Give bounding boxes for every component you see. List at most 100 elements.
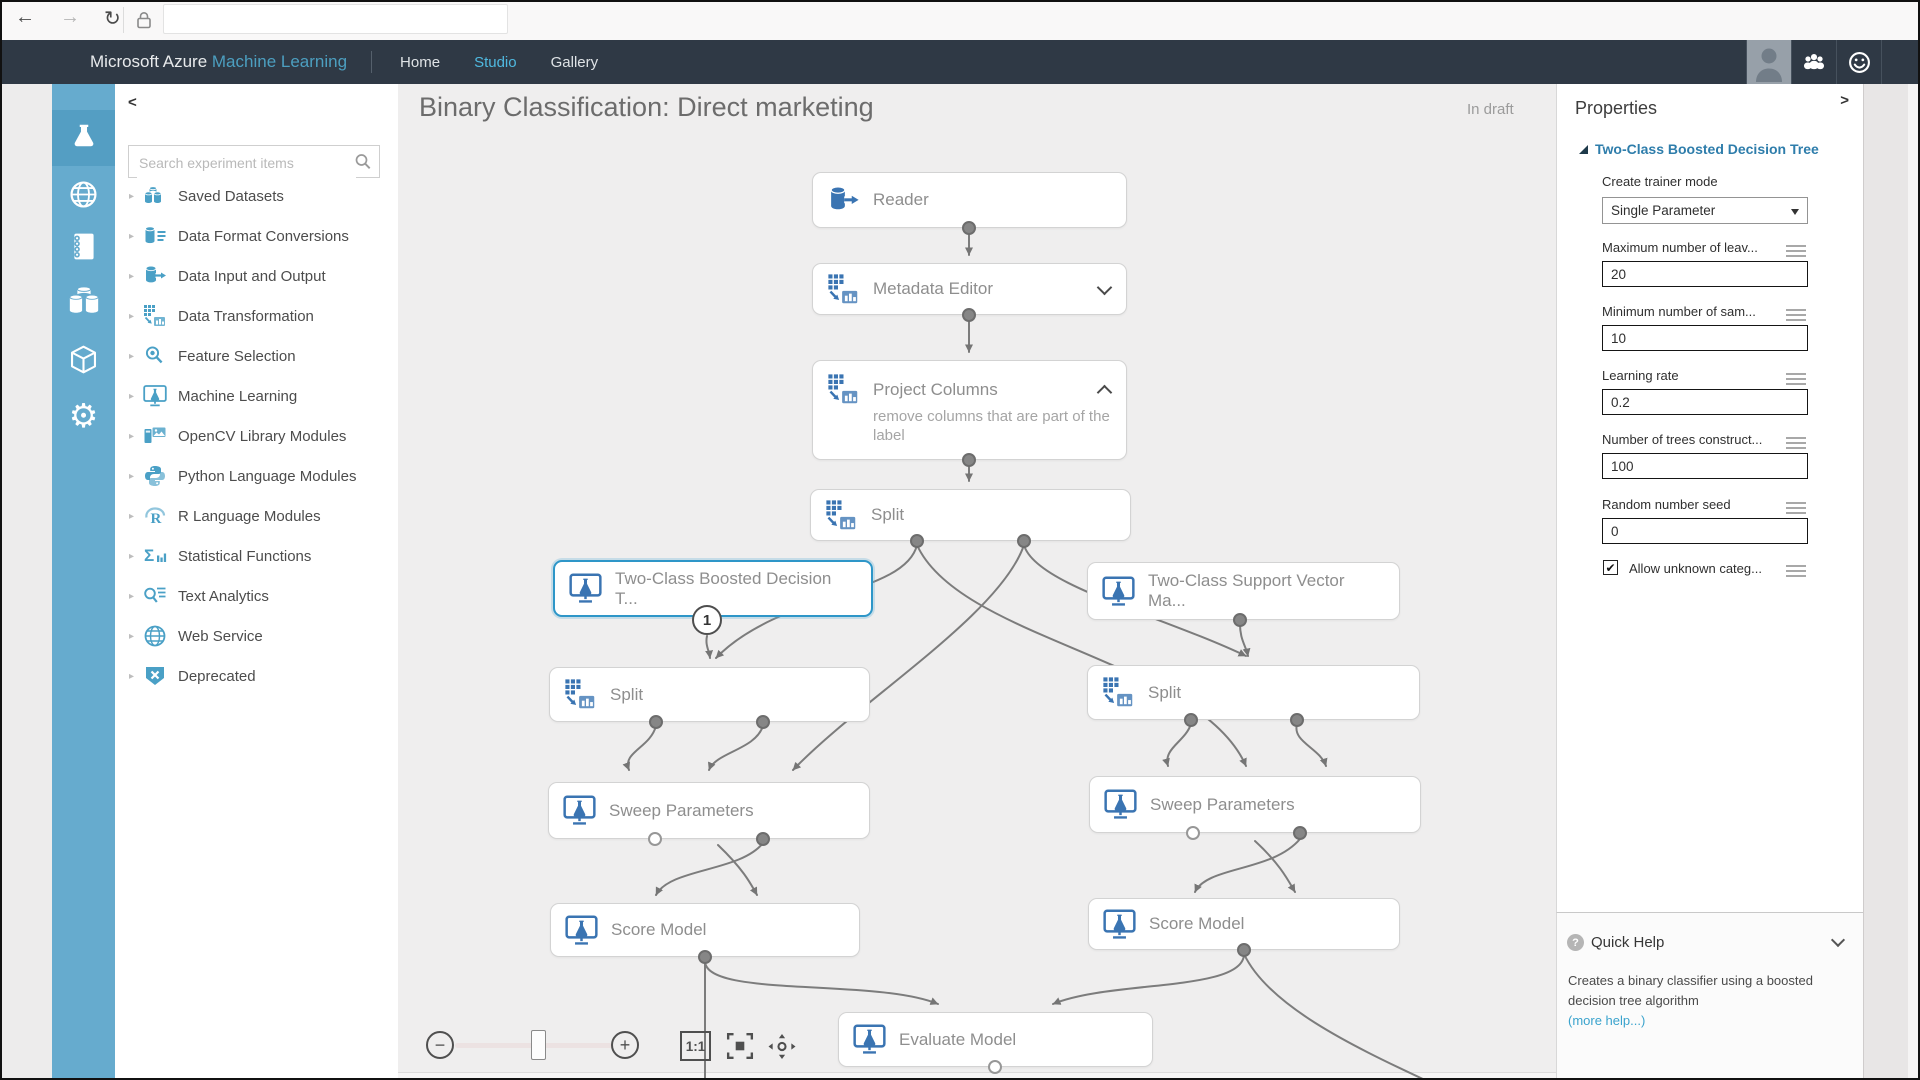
sidebar-item-saved-datasets[interactable]: ▸Saved Datasets (115, 176, 398, 216)
expander-icon[interactable]: ▸ (129, 510, 135, 522)
expander-icon[interactable]: ▸ (129, 590, 135, 602)
rail-notebooks-tab[interactable] (52, 218, 115, 274)
output-port[interactable] (756, 832, 770, 846)
module-sweep-parameters-right[interactable]: Sweep Parameters (1089, 776, 1421, 833)
expander-icon[interactable]: ▸ (129, 350, 135, 362)
output-port[interactable] (1290, 713, 1304, 727)
more-help-link[interactable]: (more help...) (1568, 1013, 1646, 1029)
rail-web-services-tab[interactable] (52, 166, 115, 222)
module-section-header[interactable]: Two-Class Boosted Decision Tree (1579, 141, 1819, 157)
expander-icon[interactable]: ▸ (129, 430, 135, 442)
actual-size-button[interactable]: 1:1 (680, 1031, 711, 1061)
feedback-button[interactable] (1836, 40, 1882, 84)
expander-icon[interactable]: ▸ (129, 310, 135, 322)
module-sweep-parameters-left[interactable]: Sweep Parameters (548, 782, 870, 839)
sidebar-item-r-language[interactable]: ▸R Language Modules (115, 496, 398, 536)
module-evaluate-model[interactable]: Evaluate Model (838, 1012, 1153, 1067)
rail-datasets-tab[interactable] (52, 272, 115, 328)
sidebar-item-feature-selection[interactable]: ▸Feature Selection (115, 336, 398, 376)
module-score-model-left[interactable]: Score Model (550, 903, 860, 957)
pan-navigator-button[interactable] (766, 1033, 798, 1060)
workspace-users-button[interactable] (1791, 40, 1836, 84)
num-trees-input[interactable] (1602, 453, 1808, 479)
zoom-slider-handle[interactable] (531, 1030, 546, 1060)
address-bar[interactable] (163, 4, 508, 34)
rail-trained-models-tab[interactable] (52, 331, 115, 387)
browser-back-button[interactable]: ← (15, 6, 35, 28)
output-port-badge[interactable]: 1 (692, 605, 722, 635)
output-port[interactable] (1233, 613, 1247, 627)
expander-icon[interactable]: ▸ (129, 630, 135, 642)
output-port[interactable] (988, 1060, 1002, 1074)
module-metadata-editor[interactable]: Metadata Editor (812, 263, 1127, 315)
collapse-properties-button[interactable]: > (1840, 92, 1849, 109)
module-project-columns[interactable]: Project Columns remove columns that are … (812, 360, 1127, 460)
sidebar-item-text-analytics[interactable]: ▸Text Analytics (115, 576, 398, 616)
learning-rate-input[interactable] (1602, 389, 1808, 415)
nav-home[interactable]: Home (400, 53, 441, 71)
expander-icon[interactable]: ▸ (129, 390, 135, 402)
expander-icon[interactable]: ▸ (129, 470, 135, 482)
range-builder-icon[interactable] (1786, 499, 1806, 517)
range-builder-icon[interactable] (1786, 370, 1806, 388)
output-port[interactable] (962, 453, 976, 467)
min-samples-input[interactable] (1602, 325, 1808, 351)
collapse-panel-button[interactable]: < (128, 94, 137, 111)
rail-experiments-tab[interactable] (52, 110, 115, 166)
range-builder-icon[interactable] (1786, 434, 1806, 452)
search-input[interactable] (137, 147, 356, 178)
range-builder-icon[interactable] (1786, 562, 1806, 580)
output-port[interactable] (756, 715, 770, 729)
range-builder-icon[interactable] (1786, 306, 1806, 324)
browser-refresh-button[interactable]: ↻ (104, 8, 121, 30)
browser-forward-button[interactable]: → (60, 6, 80, 28)
output-port[interactable] (962, 221, 976, 235)
user-avatar[interactable] (1746, 40, 1791, 84)
expander-icon[interactable]: ▸ (129, 550, 135, 562)
output-port[interactable] (648, 832, 662, 846)
output-port[interactable] (910, 534, 924, 548)
rail-settings-tab[interactable]: ⚙ (52, 387, 115, 443)
chevron-down-icon[interactable] (1830, 932, 1846, 948)
expander-icon[interactable]: ▸ (129, 190, 135, 202)
sidebar-item-statistical-functions[interactable]: ▸Statistical Functions (115, 536, 398, 576)
sidebar-item-data-input-output[interactable]: ▸Data Input and Output (115, 256, 398, 296)
module-reader[interactable]: Reader (812, 172, 1127, 228)
output-port[interactable] (649, 715, 663, 729)
sidebar-item-data-transformation[interactable]: ▸Data Transformation (115, 296, 398, 336)
output-port[interactable] (1017, 534, 1031, 548)
output-port[interactable] (1293, 826, 1307, 840)
module-score-model-right[interactable]: Score Model (1088, 898, 1400, 950)
random-seed-input[interactable] (1602, 518, 1808, 544)
output-port[interactable] (698, 950, 712, 964)
brand-logo[interactable]: Microsoft Azure Machine Learning (90, 52, 347, 72)
sidebar-item-deprecated[interactable]: ▸Deprecated (115, 656, 398, 696)
output-port[interactable] (1237, 943, 1251, 957)
expander-icon[interactable]: ▸ (129, 270, 135, 282)
output-port[interactable] (1186, 826, 1200, 840)
module-split-left[interactable]: Split (549, 667, 870, 722)
output-port[interactable] (1184, 713, 1198, 727)
sidebar-item-machine-learning[interactable]: ▸Machine Learning (115, 376, 398, 416)
sidebar-item-web-service[interactable]: ▸Web Service (115, 616, 398, 656)
trainer-mode-dropdown[interactable]: Single Parameter (1602, 197, 1808, 224)
output-port[interactable] (962, 308, 976, 322)
range-builder-icon[interactable] (1786, 242, 1806, 260)
zoom-in-button[interactable]: + (611, 1031, 639, 1059)
module-split-right[interactable]: Split (1087, 665, 1420, 720)
module-split-top[interactable]: Split (810, 489, 1131, 541)
fit-to-screen-button[interactable] (726, 1032, 754, 1060)
allow-unknown-checkbox[interactable]: ✔ (1603, 560, 1618, 575)
sidebar-item-opencv[interactable]: ▸OpenCV Library Modules (115, 416, 398, 456)
max-leaves-input[interactable] (1602, 261, 1808, 287)
sidebar-item-data-format-conversions[interactable]: ▸Data Format Conversions (115, 216, 398, 256)
search-icon[interactable] (353, 152, 373, 172)
expander-icon[interactable]: ▸ (129, 670, 135, 682)
nav-studio[interactable]: Studio (474, 53, 517, 71)
zoom-out-button[interactable]: − (426, 1031, 454, 1059)
nav-gallery[interactable]: Gallery (550, 53, 599, 71)
sidebar-item-python[interactable]: ▸Python Language Modules (115, 456, 398, 496)
scrollbar-gutter[interactable] (1863, 84, 1920, 1080)
expander-icon[interactable]: ▸ (129, 230, 135, 242)
module-two-class-support-vector-machine[interactable]: Two-Class Support Vector Ma... (1087, 562, 1400, 620)
